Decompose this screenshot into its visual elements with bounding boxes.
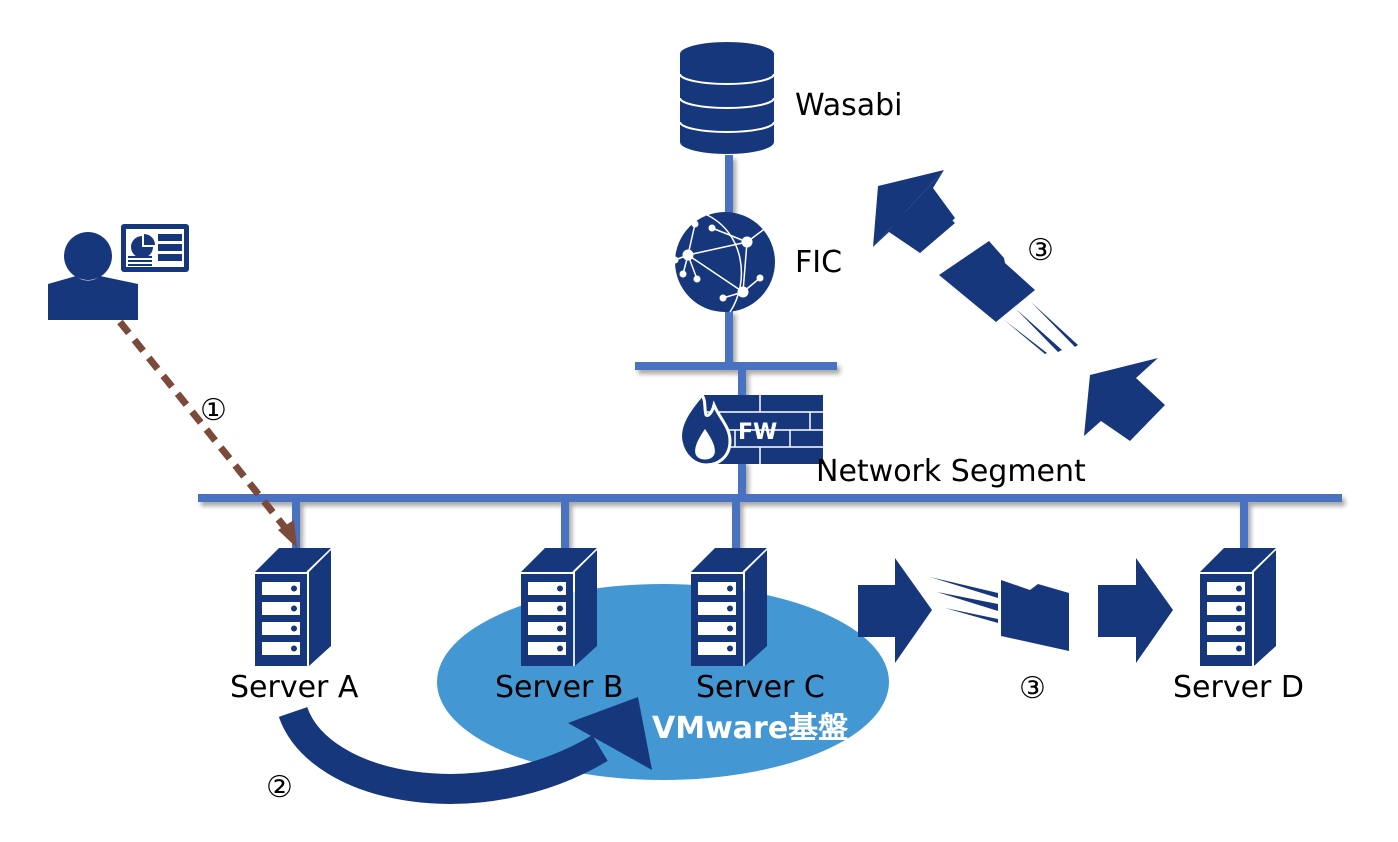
right-arrow-icon bbox=[1098, 558, 1173, 663]
server-c-label: Server C bbox=[696, 670, 825, 705]
server-b-icon bbox=[520, 547, 598, 667]
folder-icon bbox=[939, 241, 1035, 322]
network-globe-icon bbox=[671, 212, 775, 313]
fic-label: FIC bbox=[795, 245, 842, 280]
server-c-link bbox=[732, 498, 740, 548]
step2-label: ② bbox=[266, 770, 293, 805]
database-icon bbox=[679, 42, 775, 154]
server-a-label: Server A bbox=[230, 670, 359, 705]
server-d-label: Server D bbox=[1173, 670, 1304, 705]
vmware-platform-label: VMware基盤 bbox=[652, 711, 848, 746]
step3-lower-label: ③ bbox=[1019, 671, 1046, 706]
segment-fw-link bbox=[738, 366, 746, 398]
folder-icon bbox=[1001, 580, 1069, 651]
step1-label: ① bbox=[200, 393, 227, 428]
server-d-link bbox=[1240, 498, 1248, 548]
server-a-icon bbox=[254, 547, 332, 667]
step2-curved-arrow bbox=[278, 697, 652, 804]
firewall-icon: FW bbox=[679, 392, 823, 467]
network-segment-label: Network Segment bbox=[816, 454, 1086, 489]
upper-left-arrow-icon bbox=[1084, 358, 1165, 441]
fw-network-link bbox=[738, 460, 746, 498]
wasabi-fic-link bbox=[725, 155, 733, 213]
fic-segment-link bbox=[725, 310, 733, 366]
wasabi-label: Wasabi bbox=[795, 88, 903, 123]
step3-lower-transfer bbox=[858, 558, 1173, 663]
server-a-link bbox=[292, 498, 300, 548]
step3-upper-transfer bbox=[873, 170, 1165, 441]
network-segment-line bbox=[198, 494, 1342, 502]
network-lines bbox=[198, 155, 1342, 548]
step1-dashed-arrow bbox=[117, 319, 297, 548]
right-arrow-icon bbox=[858, 558, 932, 663]
server-d-icon bbox=[1199, 547, 1277, 667]
server-b-label: Server B bbox=[495, 670, 624, 705]
step3-upper-label: ③ bbox=[1027, 233, 1054, 268]
upper-segment-line bbox=[635, 362, 837, 370]
server-b-link bbox=[561, 498, 569, 548]
server-c-icon bbox=[690, 547, 768, 667]
firewall-label: FW bbox=[738, 420, 777, 445]
user-presentation-icon bbox=[48, 224, 189, 320]
